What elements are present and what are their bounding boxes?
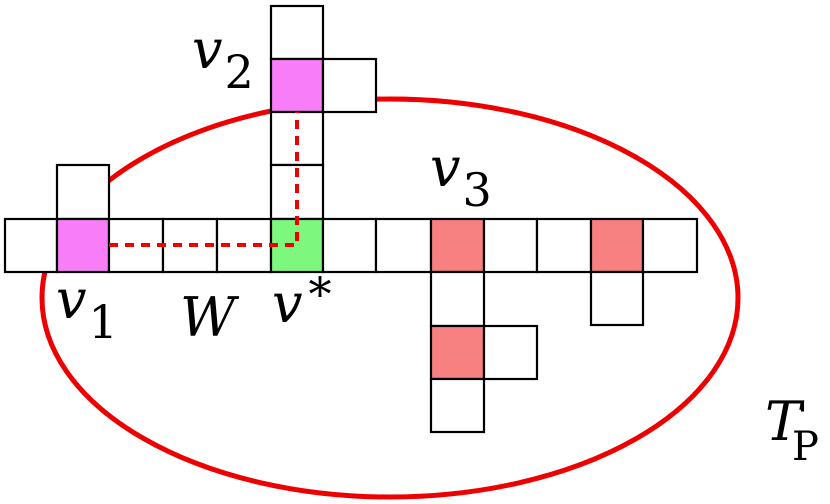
- red-vertex-cell: [589, 217, 645, 274]
- label-v3: v3: [430, 136, 492, 217]
- grid-cell: [374, 217, 433, 274]
- grid-cell: [321, 217, 378, 274]
- region-ellipse: [39, 96, 741, 500]
- label-tree: T'P: [765, 390, 819, 470]
- grid-cell: [321, 57, 378, 114]
- label-vstar: v*: [272, 267, 332, 335]
- grid-cell: [535, 217, 593, 274]
- grid-cell: [429, 270, 486, 328]
- label-v1: v1: [56, 268, 118, 349]
- grid-cell: [641, 217, 699, 274]
- red-vertex-cell: [429, 217, 486, 274]
- vertex-v2-cell: [269, 57, 325, 114]
- vertex-v1-cell: [55, 217, 111, 274]
- grid-cell: [429, 377, 486, 434]
- grid-cell: [482, 324, 539, 381]
- grid-cell: [589, 270, 645, 327]
- walk-path: [109, 112, 299, 247]
- vertex-vstar-cell: [269, 217, 325, 274]
- grid-cell: [55, 163, 111, 221]
- red-vertex-cell: [429, 324, 486, 381]
- grid-cell: [3, 217, 59, 274]
- grid-cell: [482, 217, 539, 274]
- label-v2: v2: [192, 18, 254, 99]
- grid-cell: [269, 4, 325, 61]
- label-walk: W: [180, 286, 240, 349]
